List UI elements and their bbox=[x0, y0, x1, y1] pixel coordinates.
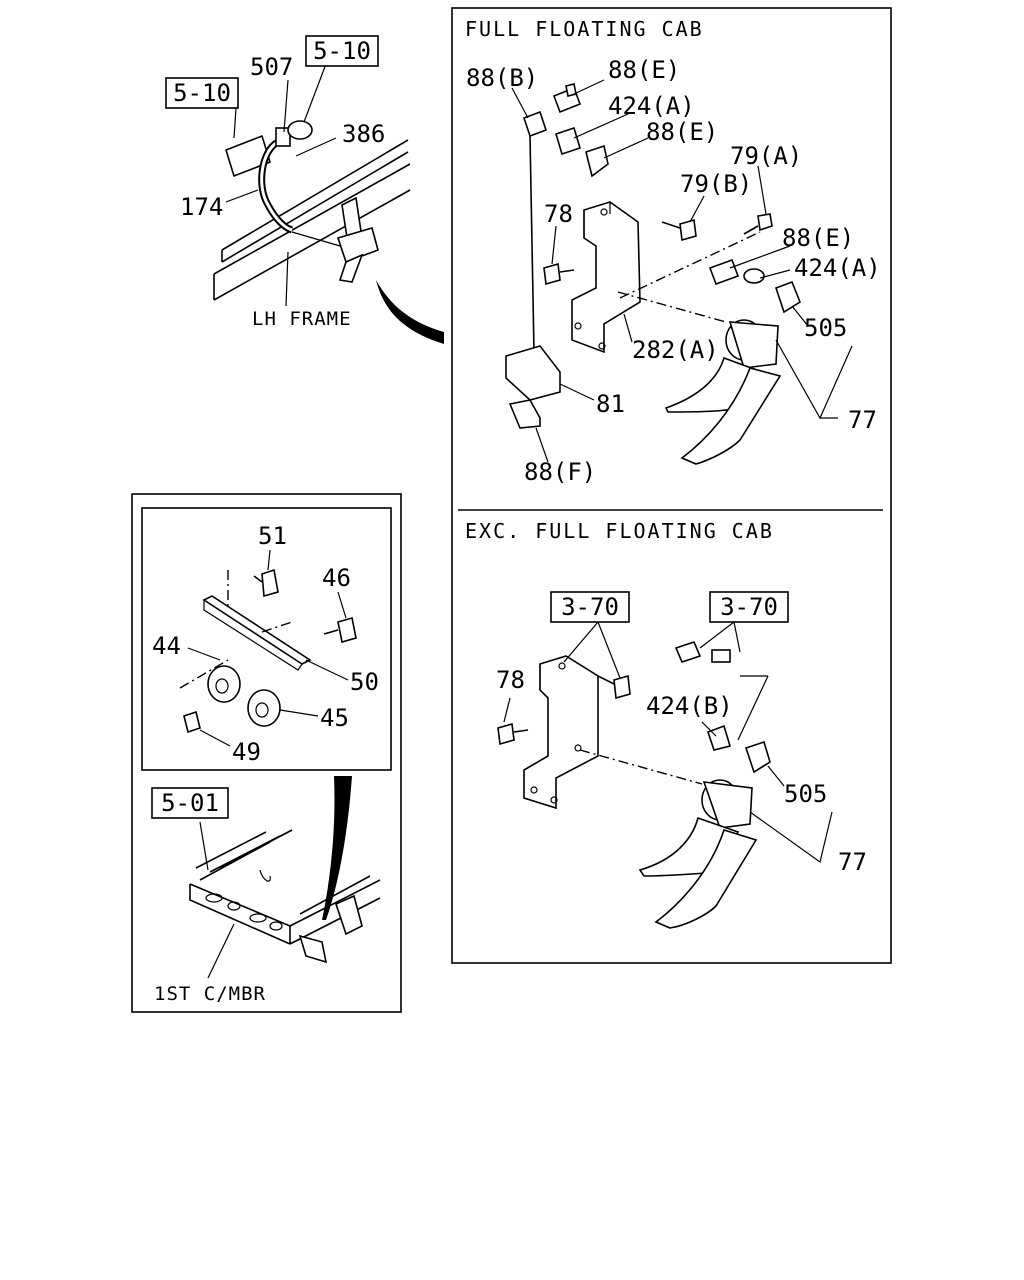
callout-282a: 282(A) bbox=[632, 336, 719, 364]
ref-label: 3-70 bbox=[720, 593, 778, 621]
sweep-arrow bbox=[322, 776, 352, 920]
callout-174: 174 bbox=[180, 193, 223, 221]
callout-386: 386 bbox=[342, 120, 385, 148]
callout-505: 505 bbox=[804, 314, 847, 342]
panel-title-full-floating: FULL FLOATING CAB bbox=[465, 17, 704, 41]
left-detail-border bbox=[131, 493, 402, 1013]
exc-full-floating-drawing bbox=[497, 621, 833, 929]
full-floating-drawing bbox=[505, 79, 853, 465]
panel-title-exc-full-floating: EXC. FULL FLOATING CAB bbox=[465, 519, 774, 543]
callout-88e: 88(E) bbox=[646, 118, 718, 146]
member-label: 1ST C/MBR bbox=[154, 983, 266, 1005]
callout-79a: 79(A) bbox=[730, 142, 802, 170]
callout-51: 51 bbox=[258, 522, 287, 550]
callout-88b: 88(B) bbox=[466, 64, 538, 92]
ref-label: 5-10 bbox=[313, 37, 371, 65]
callout-424a: 424(A) bbox=[794, 254, 881, 282]
frame-label: LH FRAME bbox=[252, 308, 352, 330]
callout-78: 78 bbox=[496, 666, 525, 694]
callout-44: 44 bbox=[152, 632, 181, 660]
callout-505: 505 bbox=[784, 780, 827, 808]
inset-border bbox=[141, 507, 392, 771]
ref-box-3-70-right bbox=[709, 591, 789, 623]
ref-label: 5-10 bbox=[173, 79, 231, 107]
callout-49: 49 bbox=[232, 738, 261, 766]
callout-79b: 79(B) bbox=[680, 170, 752, 198]
callout-50: 50 bbox=[350, 668, 379, 696]
callout-88e: 88(E) bbox=[782, 224, 854, 252]
callout-78: 78 bbox=[544, 200, 573, 228]
callout-424b: 424(B) bbox=[646, 692, 733, 720]
crossmember-drawing bbox=[189, 821, 381, 979]
ref-label: 3-70 bbox=[561, 593, 619, 621]
ref-box-5-10-right bbox=[305, 35, 379, 67]
callout-507: 507 bbox=[250, 53, 293, 81]
callout-424a: 424(A) bbox=[608, 92, 695, 120]
callout-45: 45 bbox=[320, 704, 349, 732]
callout-77: 77 bbox=[848, 406, 877, 434]
ref-label: 5-01 bbox=[161, 789, 219, 817]
ref-box-5-01 bbox=[151, 787, 229, 819]
callout-88f: 88(F) bbox=[524, 458, 596, 486]
callout-46: 46 bbox=[322, 564, 351, 592]
callout-81: 81 bbox=[596, 390, 625, 418]
inset-drawing bbox=[179, 549, 357, 747]
ref-box-5-10-left bbox=[165, 77, 239, 109]
callout-77: 77 bbox=[838, 848, 867, 876]
right-panel-border bbox=[451, 7, 892, 964]
callout-88e: 88(E) bbox=[608, 56, 680, 84]
ref-box-3-70-left bbox=[550, 591, 630, 623]
lh-frame-view bbox=[213, 63, 444, 344]
